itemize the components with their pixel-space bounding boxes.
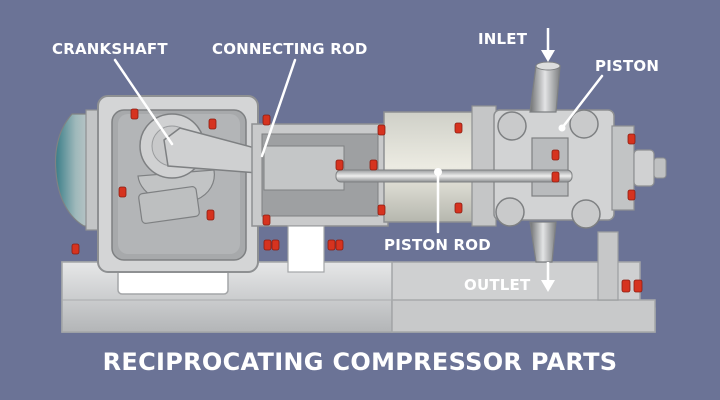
piston-rod-pointer-dot [434, 168, 442, 176]
crankshaft-leader-line [113, 58, 174, 146]
outlet-nozzle [529, 221, 557, 263]
piston-rod-label: PISTON ROD [384, 236, 491, 254]
crankshaft-label: CRANKSHAFT [52, 40, 168, 58]
leader-lines [113, 58, 604, 234]
crosshead-guide [251, 123, 389, 273]
red-bolts [71, 108, 643, 293]
crankcase [97, 95, 259, 273]
piston-label: PISTON [595, 57, 660, 75]
inlet-arrow-icon [541, 28, 555, 62]
valve-caps [495, 109, 601, 229]
piston-shape [531, 137, 569, 197]
inlet-nozzle [529, 61, 561, 113]
page-title: RECIPROCATING COMPRESSOR PARTS [102, 348, 618, 376]
base-plate [61, 231, 656, 333]
connecting-rod-label: CONNECTING ROD [212, 40, 368, 58]
piston-pointer-dot [558, 124, 566, 132]
outlet-arrow-icon [541, 262, 555, 292]
piston-leader-line [560, 74, 604, 130]
outlet-label: OUTLET [464, 276, 531, 294]
connecting-rod-leader-line [260, 58, 297, 158]
piston-rod [335, 168, 573, 183]
cylinder-body [383, 105, 667, 227]
inlet-label: INLET [478, 30, 528, 48]
